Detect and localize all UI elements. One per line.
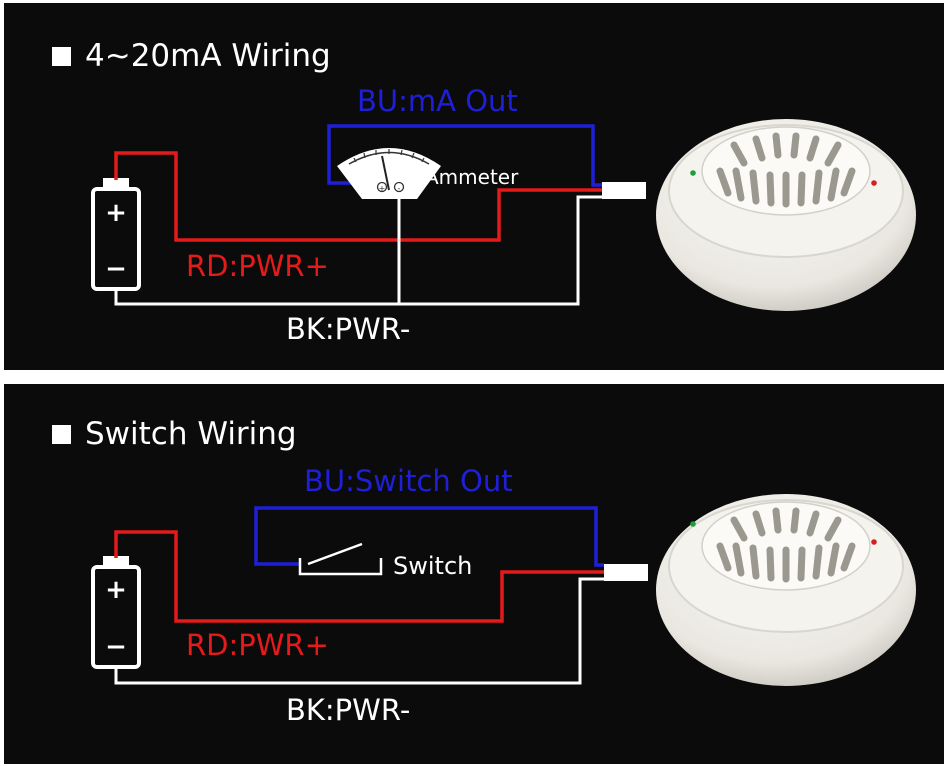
svg-text:+: + xyxy=(379,184,386,193)
switch-icon xyxy=(298,542,383,576)
panel-title: Switch Wiring xyxy=(52,416,297,452)
switch-label: Switch xyxy=(393,552,473,580)
battery-plus-sign: + xyxy=(105,575,127,605)
square-bullet-icon xyxy=(52,424,71,444)
wiring-diagram-4-20ma: + − + - xyxy=(91,119,916,311)
ammeter-icon: + - xyxy=(337,148,441,199)
panel-switch-wiring: + − xyxy=(4,384,944,764)
svg-text:-: - xyxy=(398,184,401,193)
black-wire-label: BK:PWR- xyxy=(286,693,411,727)
panel-title: 4~20mA Wiring xyxy=(52,38,331,74)
smoke-detector-image xyxy=(656,494,916,686)
black-wire-label: BK:PWR- xyxy=(286,312,411,346)
panel-title-text: 4~20mA Wiring xyxy=(85,38,331,74)
blue-wire-label: BU:mA Out xyxy=(357,84,518,118)
blue-wire xyxy=(327,124,602,187)
black-wire xyxy=(114,577,604,685)
red-wire xyxy=(114,530,604,623)
wiring-diagram-switch: + − xyxy=(91,494,916,686)
panel-4-20ma-wiring: + − + - xyxy=(4,3,944,370)
black-wire xyxy=(114,195,602,306)
ammeter-label: Ammeter xyxy=(425,165,519,189)
panel-title-text: Switch Wiring xyxy=(85,416,297,452)
wire-connector xyxy=(604,564,648,581)
red-wire-label: RD:PWR+ xyxy=(186,628,329,662)
smoke-detector-image xyxy=(656,119,916,311)
red-wire xyxy=(114,151,602,242)
battery-minus-sign: − xyxy=(105,632,127,662)
battery-minus-sign: − xyxy=(105,254,127,284)
square-bullet-icon xyxy=(52,46,71,66)
blue-wire xyxy=(254,506,604,567)
battery-plus-sign: + xyxy=(105,198,127,228)
wire-connector xyxy=(602,182,646,199)
red-wire-label: RD:PWR+ xyxy=(186,249,329,283)
blue-wire-label: BU:Switch Out xyxy=(304,464,513,498)
